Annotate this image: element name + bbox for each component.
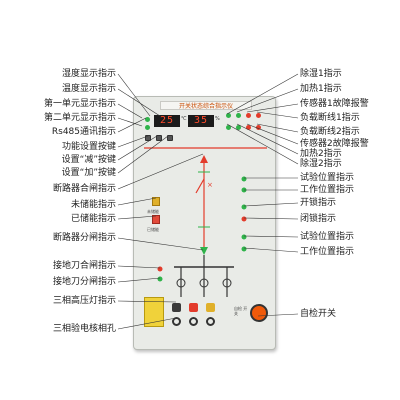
- lock-led: [241, 216, 247, 222]
- hv-lamp-c: [222, 278, 232, 288]
- work-pos1-led: [241, 187, 247, 193]
- callout-test-pos1: 试验位置指示: [300, 173, 355, 183]
- test-pos2-led: [241, 234, 247, 240]
- work-pos2-led: [241, 246, 247, 252]
- phase-hole-b[interactable]: [189, 317, 198, 326]
- callout-stored: 已储能指示: [70, 214, 116, 224]
- display-unit1: 25: [154, 115, 180, 127]
- unit1-led: [145, 125, 150, 130]
- callout-phase-hole: 三相验电核相孔: [52, 324, 116, 334]
- dehumid1-led: [226, 113, 231, 118]
- indicator-device: 开关状态综合指示仪 25 ℃ 35 % ×: [133, 96, 276, 350]
- breaker-blade: [195, 178, 205, 194]
- callout-unlock: 开锁指示: [300, 198, 337, 208]
- callout-selftest-switch: 自检开关: [300, 309, 337, 319]
- callout-breaker-close: 断路器合闸指示: [52, 184, 116, 194]
- callout-sensor2-fault: 传感器2故障报警: [300, 139, 369, 149]
- breaker-open-lamp: [200, 247, 208, 255]
- callout-humidity-display: 湿度显示指示: [61, 69, 116, 79]
- callout-sensor1-fault: 传感器1故障报警: [300, 99, 369, 109]
- callout-breaker-open: 断路器分闸指示: [52, 233, 116, 243]
- test-pos1-led: [241, 176, 247, 182]
- heat1-led: [236, 113, 241, 118]
- callout-rs485-indicator: Rs485通讯指示: [51, 127, 116, 137]
- callout-dehumid2: 除湿2指示: [300, 159, 342, 169]
- callout-lock: 闭锁指示: [300, 214, 337, 224]
- unlock-led: [241, 204, 247, 210]
- hv-lamp-square-b: [189, 303, 198, 312]
- rs485-led: [145, 117, 150, 122]
- phase-hole-a[interactable]: [172, 317, 181, 326]
- callout-earth-close: 接地刀合闸指示: [52, 261, 116, 271]
- breaker-symbol: ×: [207, 181, 213, 189]
- callout-work-pos2: 工作位置指示: [300, 247, 355, 257]
- callout-temperature-display: 温度显示指示: [61, 84, 116, 94]
- display-unit2: 35: [188, 115, 214, 127]
- callout-load-break2: 负载断线2指示: [300, 127, 360, 137]
- callout-load-break1: 负载断线1指示: [300, 113, 360, 123]
- callout-unit1-display: 第一单元显示指示: [43, 99, 116, 109]
- callout-decrease-key: 设置“减”按键: [61, 155, 116, 165]
- phase-check-panel: [144, 297, 164, 327]
- phase-hole-c[interactable]: [206, 317, 215, 326]
- hv-lamp-square-c: [206, 303, 215, 312]
- breaker-close-lamp: [200, 155, 208, 163]
- earth-open-led: [157, 276, 163, 282]
- callout-hv-lamp: 三相高压灯指示: [52, 296, 116, 306]
- callout-work-pos1: 工作位置指示: [300, 185, 355, 195]
- stored-label: 已储能: [147, 227, 159, 232]
- not-stored-icon: [152, 197, 160, 206]
- callout-not-stored: 未储能指示: [70, 200, 116, 210]
- stored-icon: [152, 215, 160, 224]
- callout-heat1: 加热1指示: [300, 84, 342, 94]
- callout-increase-key: 设置“加”按键: [61, 168, 116, 178]
- not-stored-label: 未储能: [147, 209, 159, 214]
- selftest-label: 自检 开关: [234, 306, 248, 316]
- selftest-button[interactable]: [250, 304, 268, 322]
- callout-test-pos2: 试验位置指示: [300, 232, 355, 242]
- callout-earth-open: 接地刀分闸指示: [52, 277, 116, 287]
- callout-unit2-display: 第二单元显示指示: [43, 113, 116, 123]
- callout-heat2: 加热2指示: [300, 149, 342, 159]
- unit2-label: %: [215, 116, 220, 122]
- hv-lamp-square-a: [172, 303, 181, 312]
- callout-function-key: 功能设置按键: [61, 142, 116, 152]
- callout-dehumid1: 除湿1指示: [300, 69, 342, 79]
- earth-close-led: [157, 266, 163, 272]
- hv-lamp-b: [199, 278, 209, 288]
- sensor1-fault-led: [246, 113, 251, 118]
- hv-lamp-a: [176, 278, 186, 288]
- unit1-label: ℃: [181, 116, 187, 122]
